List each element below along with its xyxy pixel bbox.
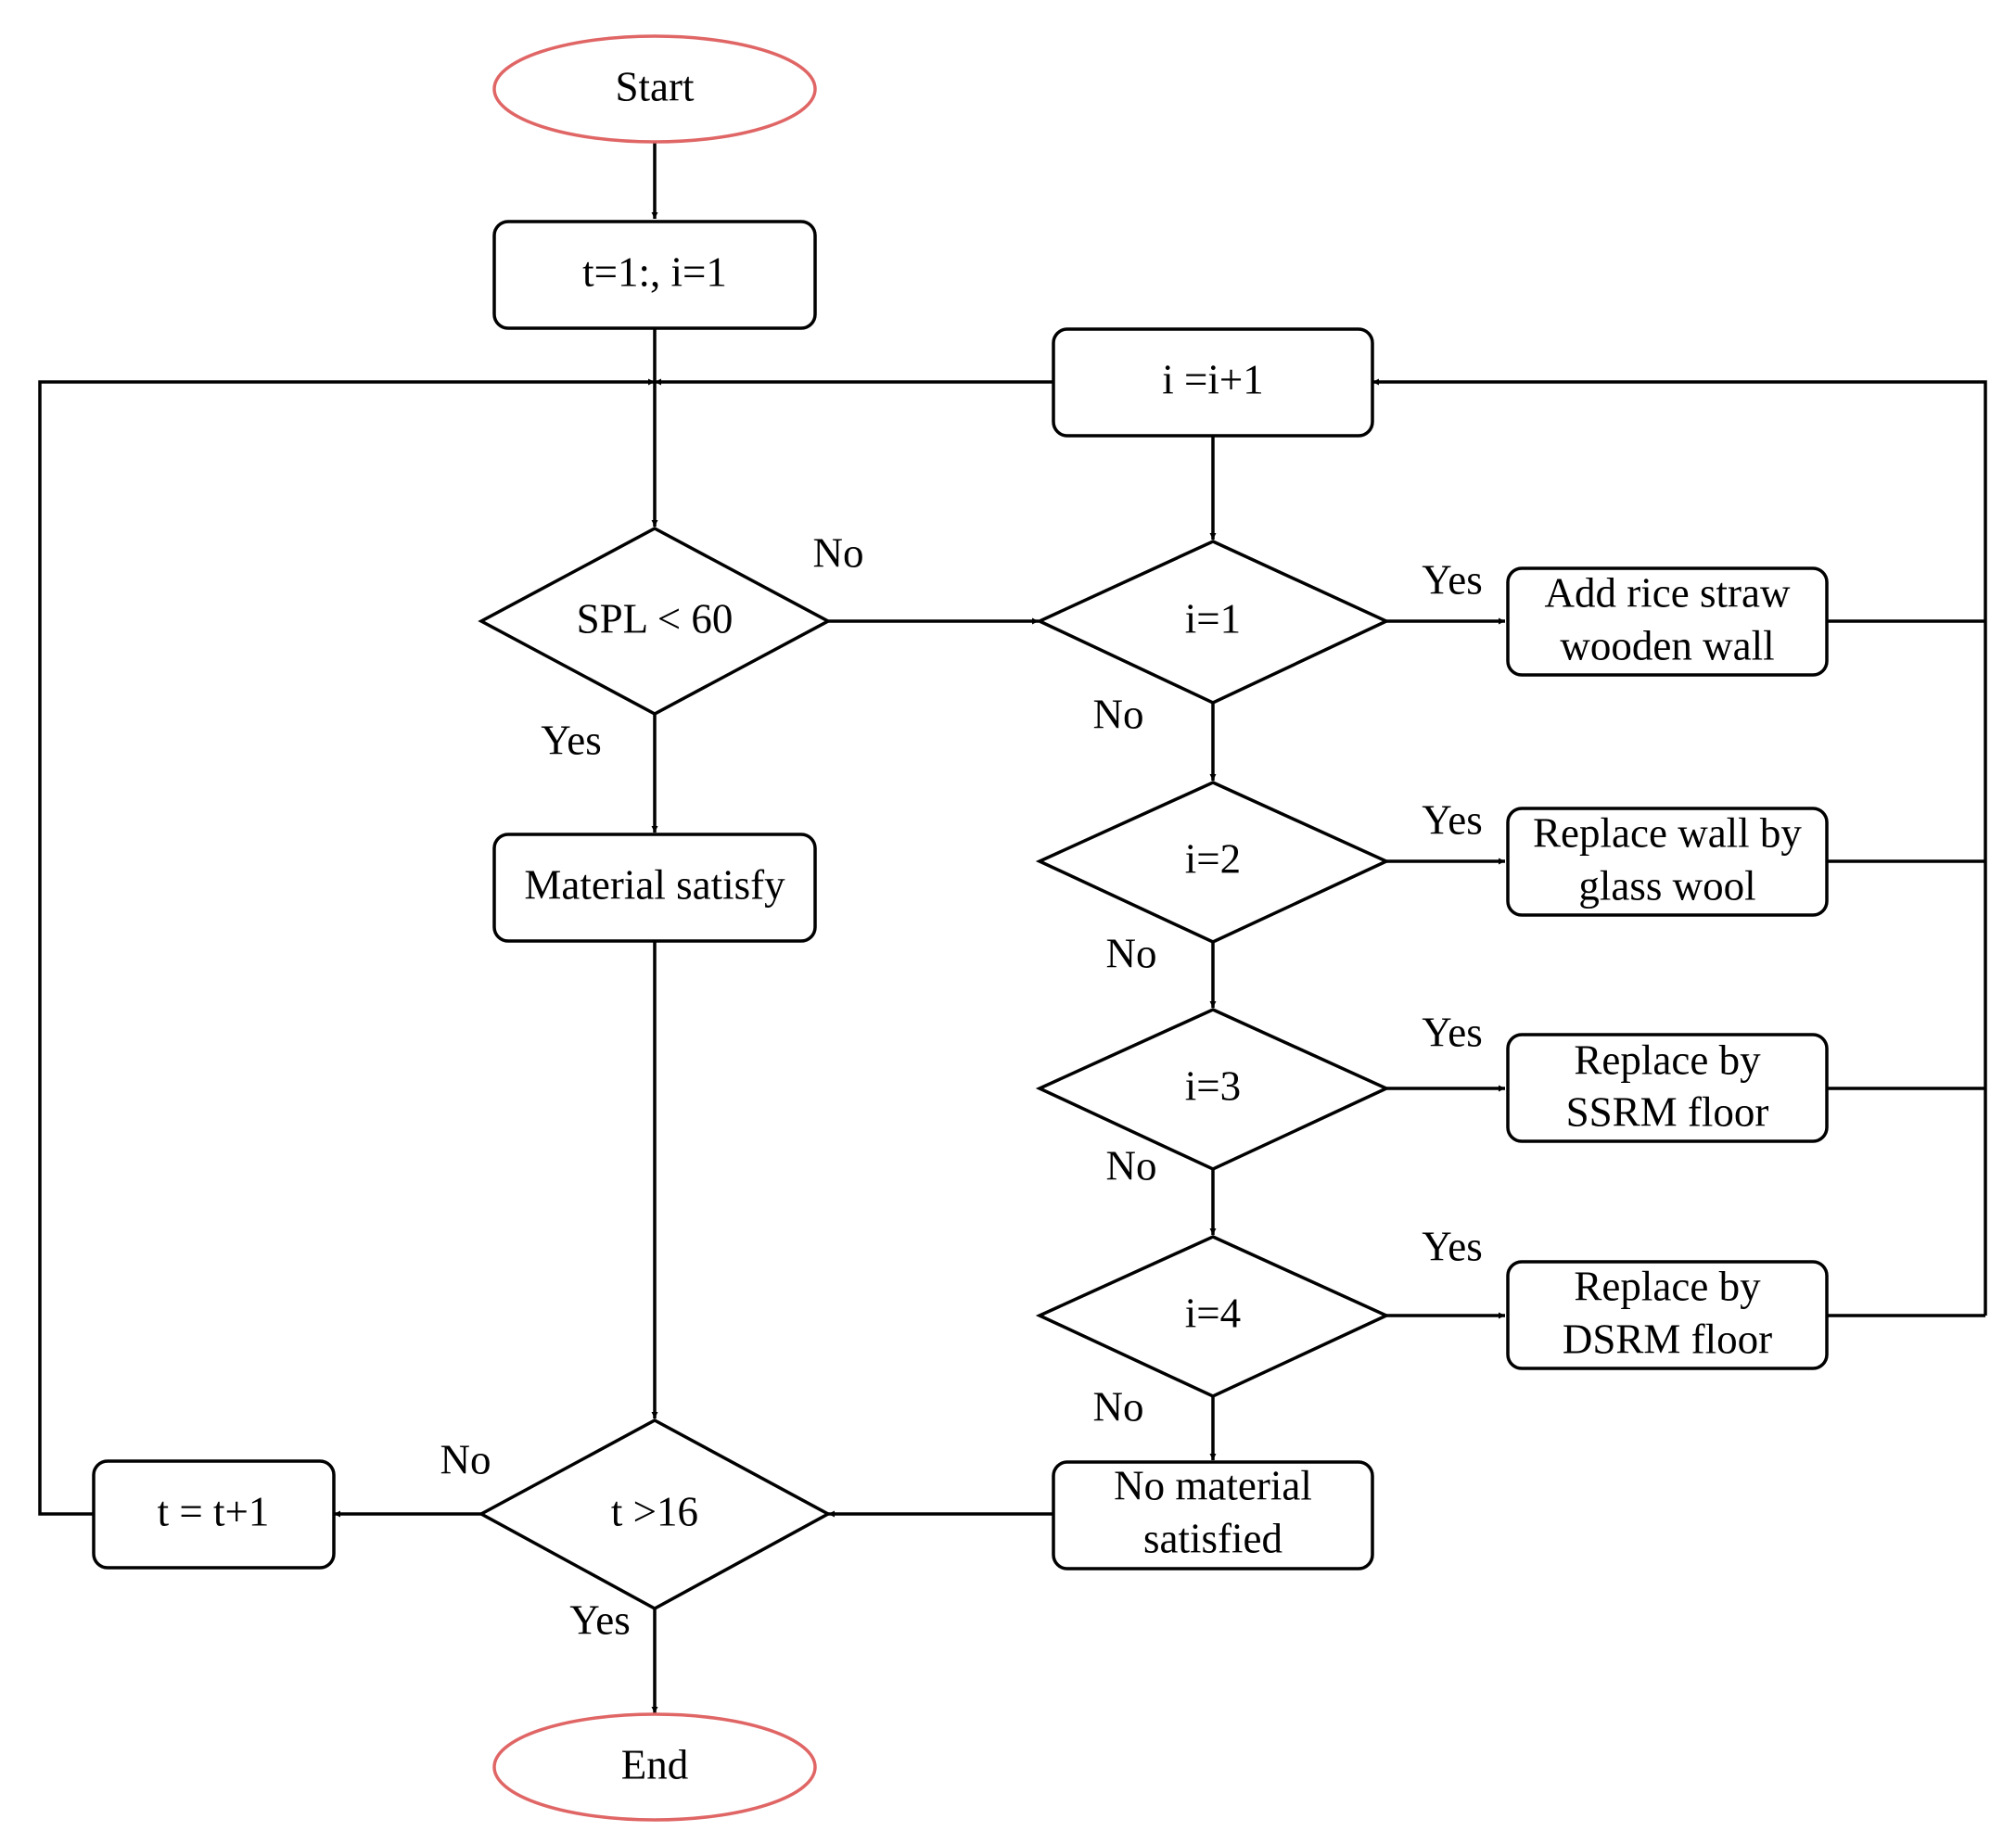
- label-i2-no: No: [1106, 930, 1157, 976]
- end-node: End: [492, 1712, 817, 1822]
- check-i4-decision: i=4: [1035, 1235, 1391, 1398]
- edge-loop-t-to-junction: [38, 378, 655, 1516]
- check-i2-label: i=2: [1185, 835, 1241, 882]
- increment-i-node: i =i+1: [1052, 327, 1374, 438]
- label-i1-yes: Yes: [1422, 556, 1482, 603]
- action-2-line-1: Replace wall by: [1533, 809, 1802, 856]
- label-i3-yes: Yes: [1422, 1009, 1482, 1055]
- action-2-node: Replace wall by glass wool: [1506, 807, 1829, 917]
- spl-check-label: SPL < 60: [577, 595, 734, 642]
- check-i3-decision: i=3: [1035, 1008, 1391, 1171]
- no-material-node: No material satisfied: [1052, 1460, 1374, 1571]
- no-material-line-2: satisfied: [1143, 1515, 1282, 1561]
- start-label: Start: [616, 63, 695, 109]
- action-4-line-2: DSRM floor: [1563, 1316, 1772, 1362]
- increment-i-label: i =i+1: [1162, 356, 1264, 402]
- label-i4-no: No: [1093, 1383, 1144, 1430]
- edges: [38, 142, 1987, 1713]
- check-i3-label: i=3: [1185, 1062, 1241, 1109]
- end-label: End: [621, 1741, 689, 1787]
- t-check-label: t >16: [611, 1488, 698, 1534]
- action-2-line-2: glass wool: [1578, 862, 1755, 909]
- label-t-yes: Yes: [569, 1596, 630, 1643]
- check-i4-label: i=4: [1185, 1290, 1241, 1336]
- edge-labels: No Yes Yes No Yes No Yes No Yes No No Ye…: [440, 529, 1483, 1643]
- material-satisfy-node: Material satisfy: [492, 833, 817, 943]
- action-3-node: Replace by SSRM floor: [1506, 1033, 1829, 1143]
- label-i2-yes: Yes: [1422, 796, 1482, 843]
- label-i4-yes: Yes: [1422, 1223, 1482, 1269]
- material-satisfy-label: Material satisfy: [524, 861, 785, 908]
- action-3-line-1: Replace by: [1574, 1036, 1761, 1083]
- action-1-line-2: wooden wall: [1560, 622, 1774, 668]
- label-i1-no: No: [1093, 691, 1144, 737]
- action-3-line-2: SSRM floor: [1566, 1088, 1769, 1135]
- check-i1-label: i=1: [1185, 595, 1241, 642]
- t-check-decision: t >16: [478, 1418, 832, 1610]
- action-1-node: Add rice straw wooden wall: [1506, 566, 1829, 677]
- start-node: Start: [492, 34, 817, 144]
- no-material-line-1: No material: [1114, 1462, 1312, 1508]
- label-t-no: No: [440, 1436, 491, 1482]
- label-spl-no: No: [813, 529, 864, 576]
- action-4-line-1: Replace by: [1574, 1263, 1761, 1309]
- init-label: t=1:, i=1: [582, 248, 727, 295]
- init-node: t=1:, i=1: [492, 220, 817, 330]
- increment-t-node: t = t+1: [92, 1459, 336, 1570]
- check-i1-decision: i=1: [1035, 540, 1391, 705]
- action-1-line-1: Add rice straw: [1545, 569, 1791, 616]
- spl-check-decision: SPL < 60: [478, 527, 832, 716]
- increment-t-label: t = t+1: [158, 1488, 270, 1534]
- edge-bus-to-increment-i: [1372, 378, 1987, 1316]
- label-i3-no: No: [1106, 1142, 1157, 1189]
- nodes: Start t=1:, i=1 i =i+1 SPL < 60 i=1 i=2 …: [92, 34, 1829, 1822]
- action-4-node: Replace by DSRM floor: [1506, 1260, 1829, 1370]
- label-spl-yes: Yes: [541, 717, 601, 763]
- check-i2-decision: i=2: [1035, 781, 1391, 944]
